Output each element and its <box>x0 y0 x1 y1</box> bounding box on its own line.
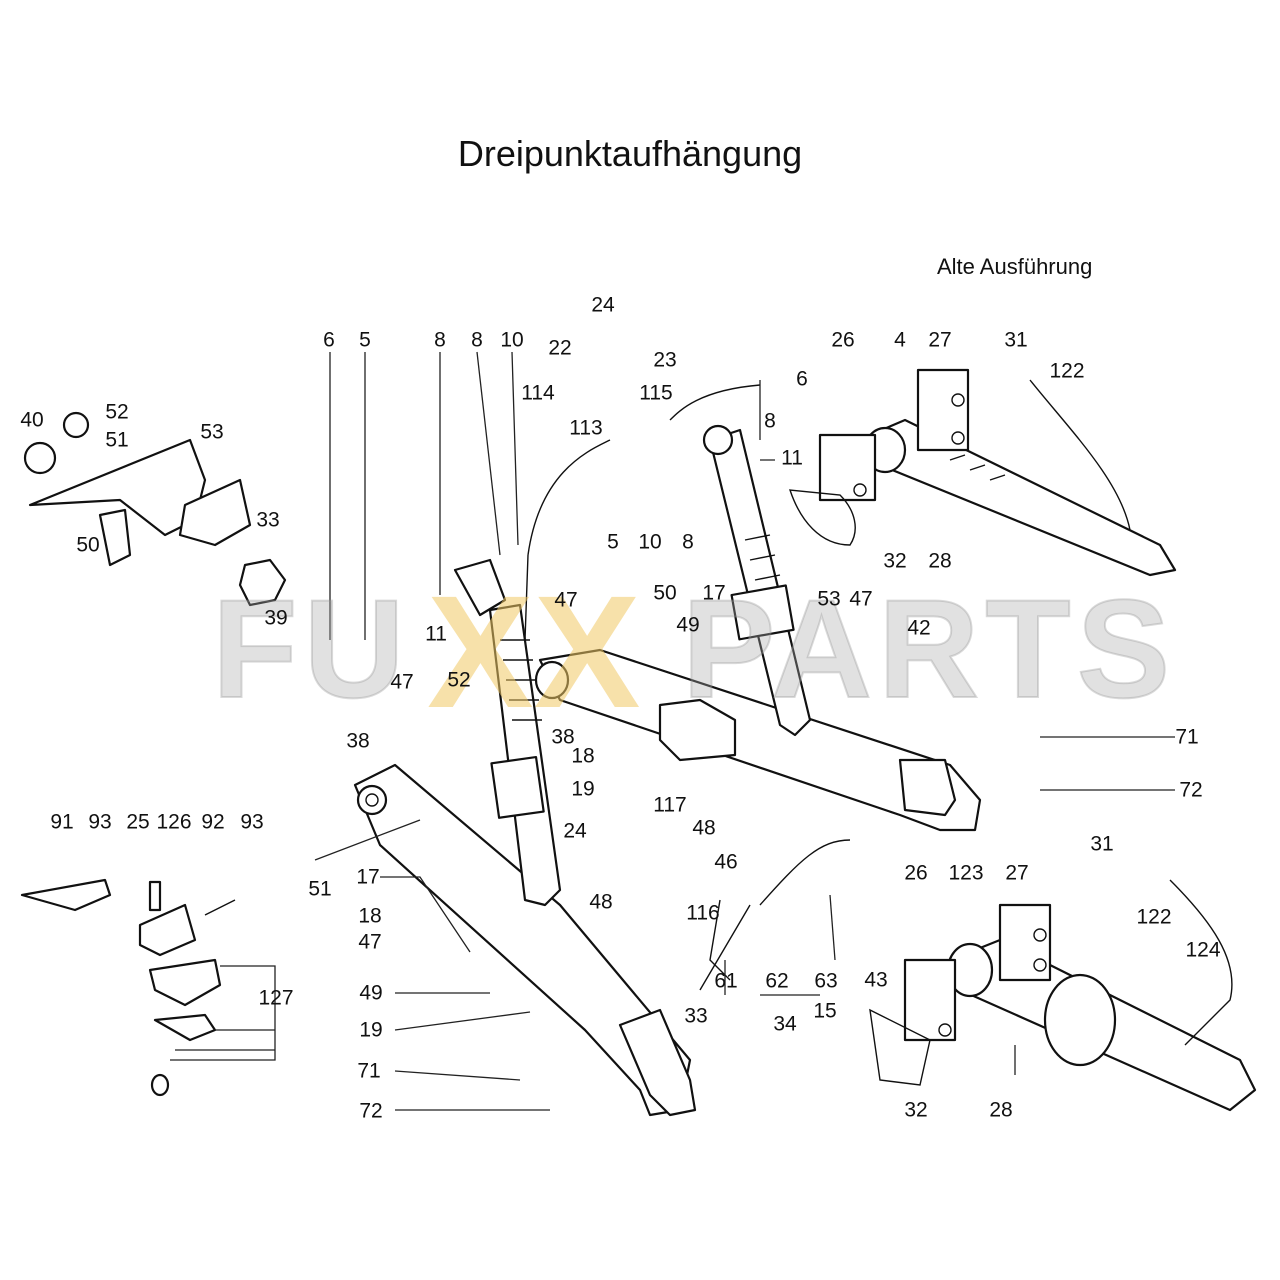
part-callout-42[interactable]: 42 <box>907 616 931 640</box>
part-callout-123[interactable]: 123 <box>948 861 984 885</box>
part-callout-113[interactable]: 113 <box>569 416 603 440</box>
lower-link-left <box>353 763 697 1117</box>
part-callout-72[interactable]: 72 <box>1179 778 1203 802</box>
part-callout-124[interactable]: 124 <box>1185 938 1221 962</box>
part-callout-48[interactable]: 48 <box>589 890 613 914</box>
page-title: Dreipunktaufhängung <box>457 133 803 174</box>
part-callout-32[interactable]: 32 <box>904 1098 928 1122</box>
part-callout-38[interactable]: 38 <box>551 725 575 749</box>
lower-link-right <box>534 648 982 832</box>
part-callout-31[interactable]: 31 <box>1004 328 1028 352</box>
check-chains <box>524 379 1233 1086</box>
part-callout-47[interactable]: 47 <box>390 670 414 694</box>
top-link-lower <box>903 903 1257 1112</box>
part-callout-23[interactable]: 23 <box>653 348 677 372</box>
part-callout-117[interactable]: 117 <box>653 793 687 817</box>
part-callout-17[interactable]: 17 <box>702 581 726 605</box>
part-callout-122[interactable]: 122 <box>1049 359 1085 383</box>
part-callout-122[interactable]: 122 <box>1136 905 1172 929</box>
part-callout-31[interactable]: 31 <box>1090 832 1114 856</box>
part-callout-33[interactable]: 33 <box>256 508 280 532</box>
part-callout-51[interactable]: 51 <box>105 428 129 452</box>
part-callout-10[interactable]: 10 <box>500 328 524 352</box>
part-callout-39[interactable]: 39 <box>264 606 288 630</box>
part-callout-91[interactable]: 91 <box>50 810 74 834</box>
part-callout-8[interactable]: 8 <box>764 409 776 433</box>
part-callout-114[interactable]: 114 <box>521 381 555 405</box>
part-callout-4[interactable]: 4 <box>894 328 906 352</box>
small-parts-bottom-left <box>20 878 236 1097</box>
part-callout-25[interactable]: 25 <box>126 810 150 834</box>
part-callout-8[interactable]: 8 <box>434 328 446 352</box>
variant-label: Alte Ausführung <box>937 254 1093 279</box>
part-callout-50[interactable]: 50 <box>76 533 100 557</box>
part-callout-116[interactable]: 116 <box>686 901 720 925</box>
part-callout-71[interactable]: 71 <box>357 1059 381 1083</box>
leader-lines <box>170 351 1175 1111</box>
part-callout-33[interactable]: 33 <box>684 1004 708 1028</box>
part-callout-93[interactable]: 93 <box>240 810 264 834</box>
part-callout-47[interactable]: 47 <box>358 930 382 954</box>
part-callout-47[interactable]: 47 <box>849 587 873 611</box>
part-callout-71[interactable]: 71 <box>1175 725 1199 749</box>
part-callout-126[interactable]: 126 <box>156 810 192 834</box>
part-callout-26[interactable]: 26 <box>904 861 928 885</box>
part-callout-26[interactable]: 26 <box>831 328 855 352</box>
part-callout-5[interactable]: 5 <box>359 328 371 352</box>
part-callout-50[interactable]: 50 <box>653 581 677 605</box>
part-callout-38[interactable]: 38 <box>346 729 370 753</box>
part-callout-40[interactable]: 40 <box>20 408 44 432</box>
part-callout-127[interactable]: 127 <box>258 986 294 1010</box>
part-callout-11[interactable]: 11 <box>781 446 803 470</box>
part-callout-15[interactable]: 15 <box>813 999 837 1023</box>
part-callout-51[interactable]: 51 <box>308 877 332 901</box>
part-callout-53[interactable]: 53 <box>200 420 224 444</box>
part-callout-115[interactable]: 115 <box>639 381 673 405</box>
part-callout-49[interactable]: 49 <box>359 981 383 1005</box>
part-callout-92[interactable]: 92 <box>201 810 225 834</box>
lift-rod-left <box>453 558 562 907</box>
part-callout-24[interactable]: 24 <box>591 293 615 317</box>
part-callout-22[interactable]: 22 <box>548 336 572 360</box>
top-link-upper <box>818 368 1177 577</box>
part-callout-34[interactable]: 34 <box>773 1012 797 1036</box>
part-callout-52[interactable]: 52 <box>105 400 129 424</box>
part-callout-18[interactable]: 18 <box>571 744 595 768</box>
part-callout-5[interactable]: 5 <box>607 530 619 554</box>
part-callout-93[interactable]: 93 <box>88 810 112 834</box>
part-callout-43[interactable]: 43 <box>864 968 888 992</box>
part-callout-63[interactable]: 63 <box>814 969 838 993</box>
part-callout-28[interactable]: 28 <box>989 1098 1013 1122</box>
part-callout-24[interactable]: 24 <box>563 819 587 843</box>
part-callout-8[interactable]: 8 <box>471 328 483 352</box>
part-callout-11[interactable]: 11 <box>425 622 447 646</box>
part-callout-6[interactable]: 6 <box>796 367 808 391</box>
part-callout-27[interactable]: 27 <box>928 328 952 352</box>
part-callout-32[interactable]: 32 <box>883 549 907 573</box>
part-callout-28[interactable]: 28 <box>928 549 952 573</box>
lift-rod-right <box>702 424 812 737</box>
part-callout-48[interactable]: 48 <box>692 816 716 840</box>
part-callout-49[interactable]: 49 <box>676 613 700 637</box>
bracket-upper-left <box>23 411 287 607</box>
part-callout-46[interactable]: 46 <box>714 850 738 874</box>
part-callout-72[interactable]: 72 <box>359 1099 383 1123</box>
part-callout-17[interactable]: 17 <box>356 865 380 889</box>
part-callout-27[interactable]: 27 <box>1005 861 1029 885</box>
part-callout-52[interactable]: 52 <box>447 668 471 692</box>
part-callout-19[interactable]: 19 <box>359 1018 383 1042</box>
part-callout-10[interactable]: 10 <box>638 530 662 554</box>
part-callout-6[interactable]: 6 <box>323 328 335 352</box>
part-callout-61[interactable]: 61 <box>714 969 738 993</box>
part-callout-8[interactable]: 8 <box>682 530 694 554</box>
part-callout-53[interactable]: 53 <box>817 587 841 611</box>
part-callout-18[interactable]: 18 <box>358 904 382 928</box>
part-callout-47[interactable]: 47 <box>554 588 578 612</box>
part-callout-19[interactable]: 19 <box>571 777 595 801</box>
part-callout-62[interactable]: 62 <box>765 969 789 993</box>
